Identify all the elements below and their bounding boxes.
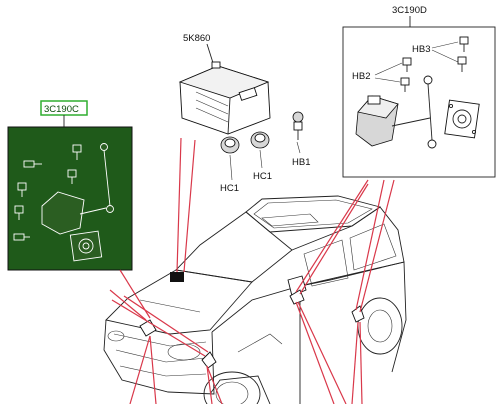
gasket-plate-front: [69, 230, 103, 262]
callout-hb3[interactable]: HB3: [412, 44, 430, 55]
bolt-front-3: [67, 169, 77, 184]
callout-hb2[interactable]: HB2: [352, 71, 370, 82]
bolt-front-6: [13, 233, 30, 241]
bolt-front-4: [17, 182, 27, 197]
control-module-5k860: [178, 61, 271, 135]
callout-3c190c[interactable]: 3C190C: [44, 104, 79, 115]
gasket-plate-rear: [444, 99, 480, 139]
bolt-hb3-upper: [459, 36, 469, 52]
headlamp-sensor-mount: [201, 351, 217, 369]
height-sensor-front: [41, 143, 114, 235]
grommet-hc1-left: [220, 136, 240, 154]
bolt-hb2-upper: [402, 57, 412, 72]
bolt-front-5: [14, 205, 24, 220]
callout-hc1-right[interactable]: HC1: [253, 171, 272, 182]
height-sensor-rear: [355, 75, 437, 149]
callout-hb1[interactable]: HB1: [292, 157, 310, 168]
vehicle-illustration: [103, 195, 407, 404]
screw-hb1: [292, 111, 304, 140]
grommet-hc1-right: [250, 131, 270, 149]
control-module-5k860-group[interactable]: 5K860 HB1 HC1: [178, 33, 310, 194]
module-mount-point: [170, 272, 184, 282]
bolt-front-1: [23, 160, 42, 168]
callout-3c190d[interactable]: 3C190D: [392, 5, 427, 16]
kit-3c190c-group[interactable]: 3C190C: [7, 100, 133, 271]
front-sensor-mount: [139, 319, 157, 337]
leader-lines: [109, 137, 395, 404]
kit-3c190d-frame: [342, 26, 496, 178]
bolt-hb3-lower: [457, 56, 467, 72]
bolt-front-2: [72, 144, 82, 160]
kit-3c190d-group[interactable]: 3C190D HB3 HB2: [342, 5, 496, 178]
callout-hc1-left[interactable]: HC1: [220, 183, 239, 194]
callout-5k860[interactable]: 5K860: [183, 33, 210, 44]
bolt-hb2-lower: [400, 77, 410, 92]
rear-sensor-mount: [351, 305, 365, 323]
